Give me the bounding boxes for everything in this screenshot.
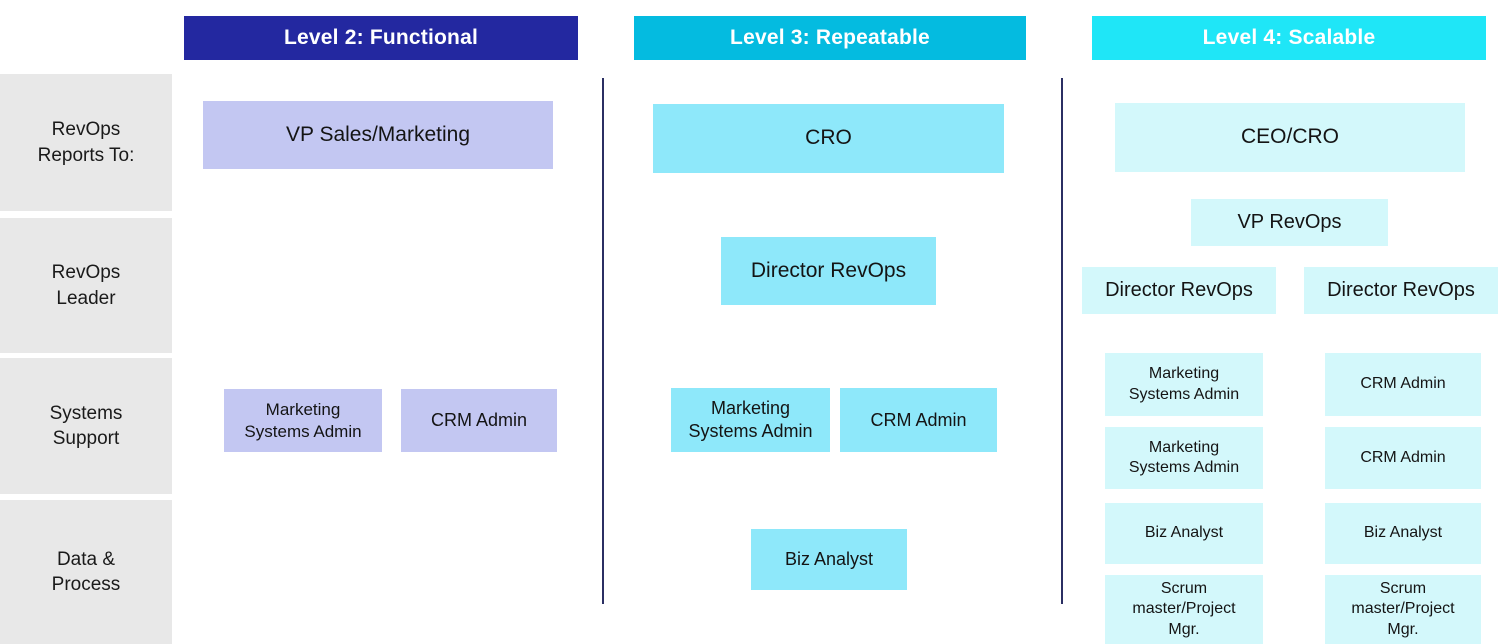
column-header-level2: Level 2: Functional — [184, 16, 578, 60]
role-box: Director RevOps — [1082, 267, 1276, 314]
column-divider-1 — [602, 78, 604, 604]
role-box: Biz Analyst — [1105, 503, 1263, 564]
row-label-data-process: Data &Process — [0, 500, 172, 644]
role-box: Director RevOps — [1304, 267, 1498, 314]
role-box: Director RevOps — [721, 237, 936, 305]
role-box: CRM Admin — [1325, 353, 1481, 416]
role-box: VP Sales/Marketing — [203, 101, 553, 169]
role-box: Biz Analyst — [751, 529, 907, 590]
column-divider-2 — [1061, 78, 1063, 604]
role-box: VP RevOps — [1191, 199, 1388, 246]
role-box: CRM Admin — [401, 389, 557, 452]
role-box: CRM Admin — [1325, 427, 1481, 489]
role-box: CRM Admin — [840, 388, 997, 452]
role-box: Biz Analyst — [1325, 503, 1481, 564]
role-box: CRO — [653, 104, 1004, 173]
role-box: CEO/CRO — [1115, 103, 1465, 172]
row-label-text: Data &Process — [51, 548, 121, 595]
column-header-level4: Level 4: Scalable — [1092, 16, 1486, 60]
column-header-level3: Level 3: Repeatable — [634, 16, 1026, 60]
